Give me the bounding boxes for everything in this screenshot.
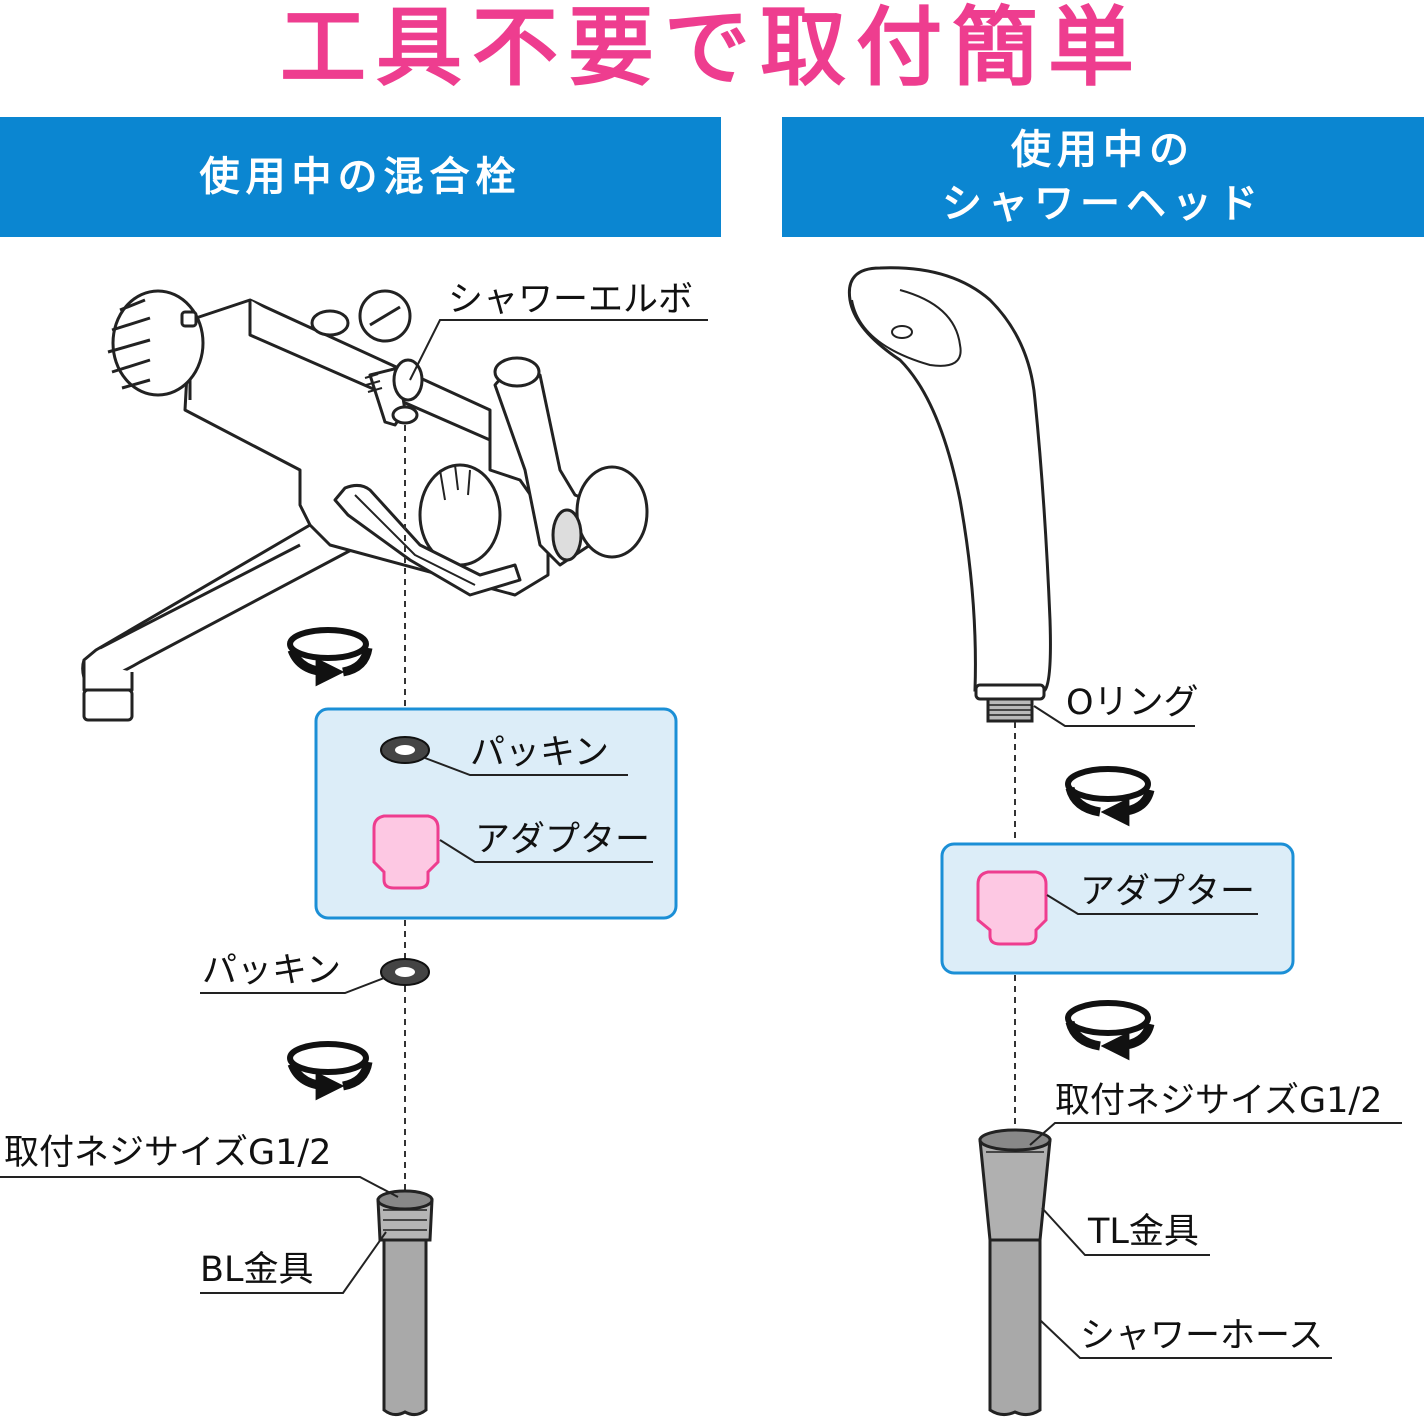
rotation-arrow-right-1 — [1065, 766, 1155, 827]
label-adapter-right: アダプター — [1080, 872, 1256, 912]
leader-shower-elbow — [409, 319, 708, 381]
leader-o-ring — [1033, 705, 1195, 727]
page-title: 工具不要で取付簡単 — [280, 0, 1144, 98]
label-thread-size-right: 取付ネジサイズG1/2 — [1055, 1081, 1383, 1121]
banner-shower-head: 使用中の シャワーヘッド — [782, 117, 1424, 237]
label-packing-top: パッキン — [470, 733, 609, 773]
shower-head-illustration — [847, 266, 1052, 723]
banner-left-text: 使用中の混合栓 — [199, 154, 522, 200]
label-thread-size-left: 取付ネジサイズG1/2 — [4, 1133, 332, 1173]
adapter-right — [976, 870, 1048, 946]
leader-adapter-left — [439, 839, 653, 863]
faucet-illustration — [81, 289, 649, 722]
label-shower-elbow: シャワーエルボ — [448, 280, 694, 320]
packing-top-washer — [380, 736, 430, 764]
leader-shower-hose — [1039, 1319, 1332, 1359]
rotation-arrow-left-2 — [287, 1041, 373, 1101]
leader-packing-bottom — [200, 977, 385, 994]
label-o-ring: Oリング — [1066, 683, 1199, 723]
banner-right-line1: 使用中の — [1011, 127, 1195, 173]
label-shower-hose: シャワーホース — [1080, 1316, 1324, 1356]
label-adapter-left: アダプター — [475, 820, 651, 860]
bl-fitting-hose — [376, 1189, 434, 1417]
tl-fitting-hose — [978, 1128, 1052, 1417]
leader-bl-fitting — [200, 1231, 387, 1294]
leader-packing-top — [424, 757, 628, 776]
leader-thread-size-left — [0, 1176, 399, 1198]
leader-adapter-right — [1046, 894, 1258, 915]
adapter-left — [372, 814, 440, 890]
label-tl-fitting: TL金具 — [1088, 1212, 1199, 1252]
banner-mixing-faucet: 使用中の混合栓 — [0, 117, 721, 237]
leader-tl-fitting — [1041, 1207, 1210, 1256]
banner-right-line2: シャワーヘッド — [942, 181, 1264, 227]
packing-bottom-washer — [380, 958, 430, 986]
rotation-arrow-left-1 — [287, 627, 373, 687]
leader-thread-size-right — [1029, 1122, 1402, 1146]
rotation-arrow-right-2 — [1065, 1000, 1155, 1061]
label-packing-bottom: パッキン — [202, 951, 341, 991]
label-bl-fitting: BL金具 — [200, 1250, 314, 1290]
